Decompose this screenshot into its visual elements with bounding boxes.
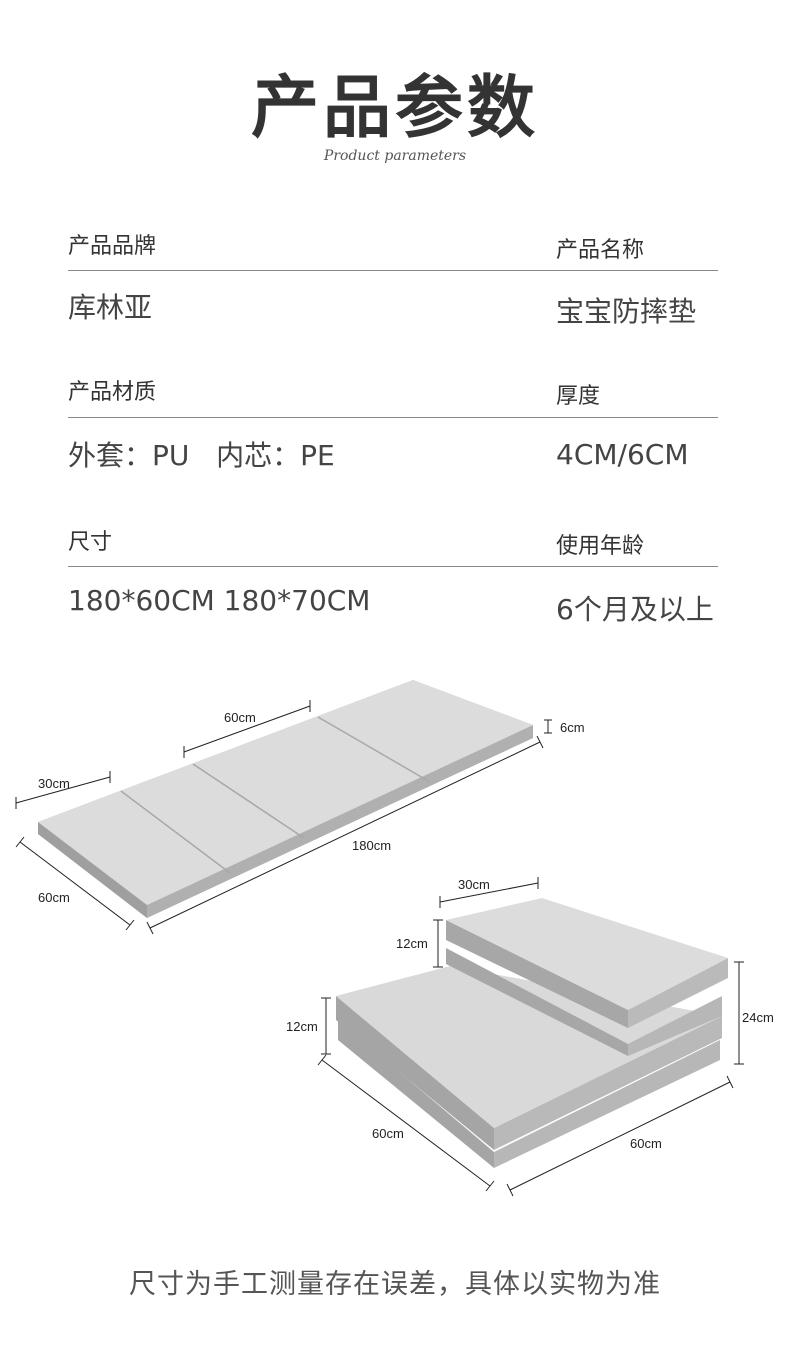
folded-step-top-label: 12cm [396, 936, 428, 951]
material-label: 产品材质 [68, 380, 157, 405]
age-value: 6个月及以上 [556, 593, 714, 626]
age-label: 使用年龄 [556, 534, 645, 559]
flat-top-width-label: 60cm [224, 710, 256, 725]
flat-width-label: 60cm [38, 890, 70, 905]
page-title: 产品参数 [250, 69, 539, 148]
divider [68, 417, 718, 418]
folded-panel-label: 30cm [458, 877, 490, 892]
material-value: 外套：PU 内芯：PE [68, 439, 335, 472]
brand-label: 产品品牌 [68, 234, 157, 259]
flat-mat [38, 680, 533, 918]
size-value: 180*60CM 180*70CM [68, 584, 371, 617]
brand-value: 库林亚 [68, 291, 153, 324]
folded-depth-label: 60cm [372, 1126, 404, 1141]
size-label: 尺寸 [68, 530, 113, 555]
folded-width-label: 60cm [630, 1136, 662, 1151]
divider [68, 270, 718, 271]
thickness-label: 厚度 [556, 384, 601, 409]
measurement-disclaimer: 尺寸为手工测量存在误差，具体以实物为准 [129, 1269, 661, 1300]
folded-step-bottom-label: 12cm [286, 1019, 318, 1034]
divider [68, 566, 718, 567]
thickness-value: 4CM/6CM [556, 438, 689, 471]
flat-length-label: 180cm [352, 838, 391, 853]
page-subtitle: Product parameters [323, 148, 467, 164]
product-name-value: 宝宝防摔垫 [556, 295, 697, 328]
folded-mat [336, 898, 728, 1168]
product-name-label: 产品名称 [556, 238, 645, 263]
mat-dimension-diagram: 30cm 60cm 6cm 180cm 60cm 30cm 12cm 12cm [15, 680, 774, 1197]
folded-total-height-label: 24cm [742, 1010, 774, 1025]
flat-panel-width-label: 30cm [38, 776, 70, 791]
flat-thickness-label: 6cm [560, 720, 585, 735]
